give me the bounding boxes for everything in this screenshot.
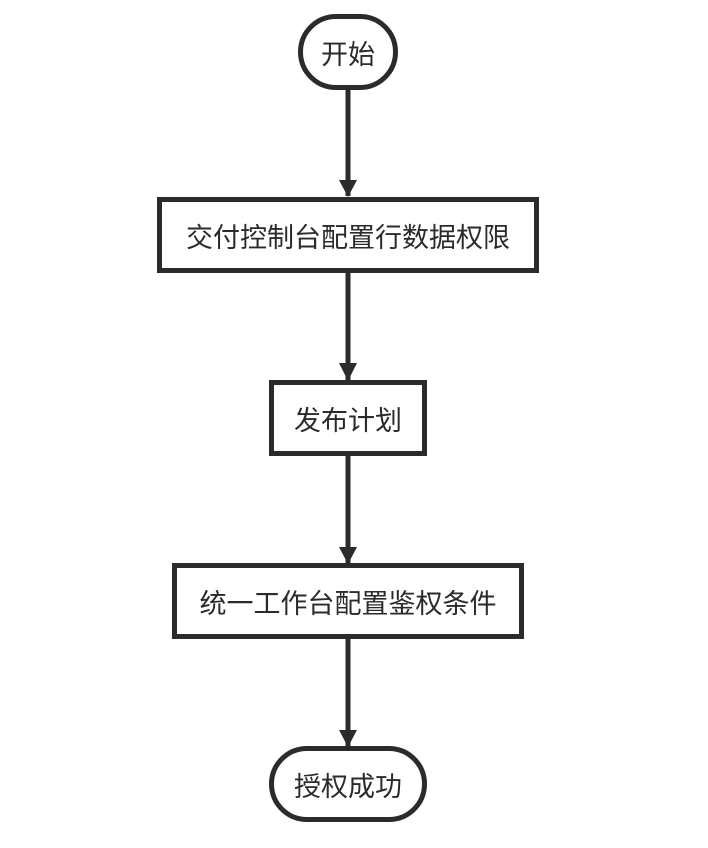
configure-row-permissions-node: 交付控制台配置行数据权限 — [157, 197, 539, 273]
arrowhead-1 — [339, 180, 357, 197]
start-node: 开始 — [298, 14, 398, 90]
configure-auth-conditions-node: 统一工作台配置鉴权条件 — [172, 563, 524, 639]
publish-plan-node: 发布计划 — [269, 380, 427, 456]
arrowhead-3 — [339, 547, 357, 564]
authorized-node: 授权成功 — [269, 746, 427, 822]
arrowhead-2 — [339, 363, 357, 381]
arrowhead-4 — [339, 730, 357, 747]
